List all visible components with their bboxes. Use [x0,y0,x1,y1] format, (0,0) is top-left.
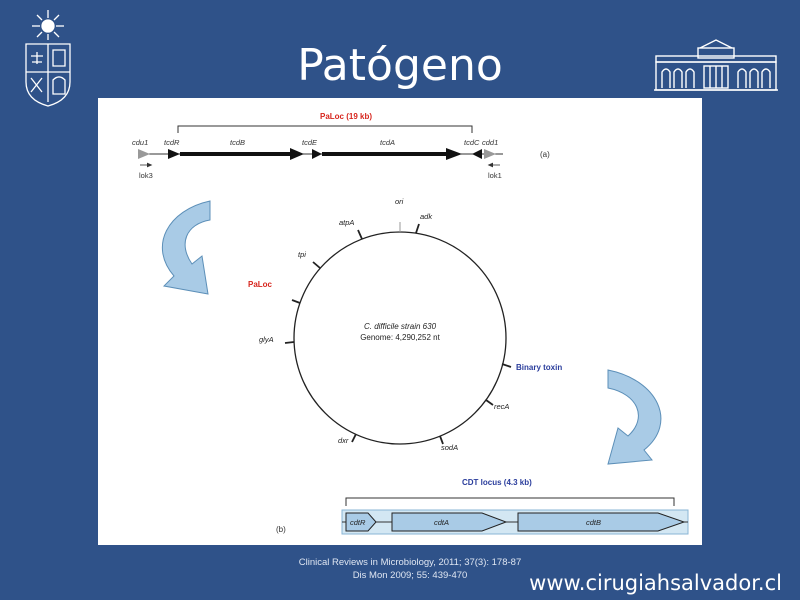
figure-panel: PaLoc (19 kb) cdu1 tcdR tcdB tcdE tcdA t… [98,98,702,545]
marker-atpA: atpA [339,218,354,227]
tick-recA [485,399,494,406]
genome-center-line2: Genome: 4,290,252 nt [360,333,440,342]
tick-tpi [312,261,321,269]
citation-block: Clinical Reviews in Microbiology, 2011; … [230,556,590,582]
gene-label-tcdA: tcdA [380,138,395,147]
marker-dxr: dxr [338,436,349,445]
gene-cdu1 [138,149,150,159]
tick-paloc [291,299,301,304]
marker-glyA: glyA [259,335,274,344]
tick-dxr [351,433,357,443]
gene-label-tcdC: tcdC [464,138,480,147]
gene-label-cdtA: cdtA [434,518,449,527]
slide-title: Patógeno [297,40,503,91]
building-icon [654,39,778,91]
gene-tcdA [446,148,462,160]
gene-label-cdtR: cdtR [350,518,366,527]
tick-sodA [439,435,444,445]
tick-atpA [357,229,363,240]
gene-tcdE [312,149,322,159]
university-crest-icon [25,10,71,107]
gene-tcdA-bar [322,152,446,156]
panel-label-a: (a) [540,150,550,159]
gene-label-cdd1: cdd1 [482,138,498,147]
marker-binary: Binary toxin [516,363,562,372]
gene-tcdC [472,149,482,159]
paloc-bracket [177,125,473,133]
cdt-region-label: CDT locus (4.3 kb) [462,478,532,487]
cdt-bracket [345,497,675,506]
genome-center-line1: C. difficile strain 630 [364,322,437,331]
genome-ticks [284,222,512,445]
flank-label-lok3: lok3 [139,171,153,180]
gene-label-tcdE: tcdE [302,138,318,147]
marker-sodA: sodA [441,443,458,452]
marker-adk: adk [420,212,433,221]
paloc-region-label: PaLoc (19 kb) [320,112,372,121]
website-url: www.cirugiahsalvador.cl [529,571,782,595]
gene-tcdB-bar [180,152,290,156]
gene-label-cdtB: cdtB [586,518,601,527]
gene-tcdB [290,148,304,160]
marker-ori: ori [395,197,404,206]
tick-binary [501,363,512,368]
gene-cdtB [517,512,686,532]
gene-cdd1 [484,149,496,159]
marker-tpi: tpi [298,250,306,259]
gene-cdtA [391,512,508,532]
gene-label-tcdB: tcdB [230,138,245,147]
panel-label-b: (b) [276,525,286,534]
tick-glyA [284,341,295,344]
flank-label-lok1: lok1 [488,171,502,180]
curved-arrow-right [607,369,662,465]
citation-line-1: Clinical Reviews in Microbiology, 2011; … [298,557,522,568]
curved-arrow-left [161,200,211,295]
gene-label-tcdR: tcdR [164,138,180,147]
tick-adk [415,223,420,234]
citation-line-2: Dis Mon 2009; 55: 439-470 [352,570,468,581]
gene-label-cdu1: cdu1 [132,138,148,147]
marker-recA: recA [494,402,509,411]
gene-tcdR [168,149,180,159]
genome-diagram: PaLoc (19 kb) cdu1 tcdR tcdB tcdE tcdA t… [132,112,689,535]
gene-cdtR [345,512,377,532]
marker-paloc: PaLoc [248,280,273,289]
